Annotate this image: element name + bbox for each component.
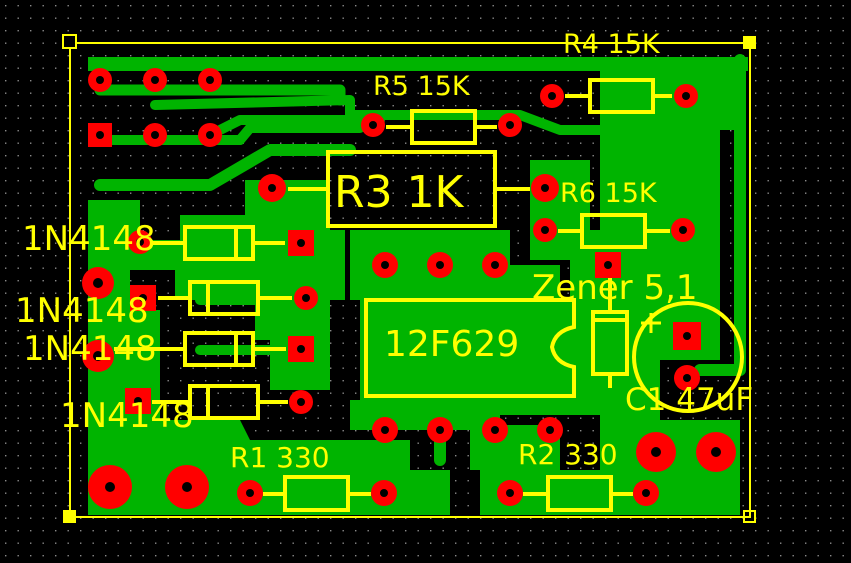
label-r1: R1 330: [230, 441, 330, 474]
diode-pad: [125, 388, 151, 414]
r5-body: [386, 109, 497, 145]
r1-pad: [371, 480, 397, 506]
diode-pad: [130, 285, 156, 311]
diode-2-body: [158, 280, 292, 316]
label-ic: 12F629: [384, 324, 519, 365]
ic-pad: [595, 252, 621, 278]
header-pad: [198, 68, 222, 92]
diode-pad: [82, 340, 114, 372]
diode-pad: [289, 390, 313, 414]
ic-pad: [427, 252, 453, 278]
r2-body: [523, 475, 633, 512]
r6-body: [558, 213, 670, 249]
label-zener: Zener 5,1: [532, 268, 698, 308]
r3-pad: [258, 174, 286, 202]
ic-pad: [427, 417, 453, 443]
diode-pad: [288, 336, 314, 362]
silkscreen-text: R4 15K R5 15K R3 1K R6 15K 1N4148 1N4148…: [15, 29, 753, 474]
header-pad: [143, 123, 167, 147]
label-diode-2: 1N4148: [15, 291, 149, 331]
ic-pad: [372, 252, 398, 278]
power-pad: [636, 432, 676, 472]
r3-pad: [531, 174, 559, 202]
r5-pad: [498, 113, 522, 137]
ic-pad: [482, 252, 508, 278]
r3-body: [288, 150, 530, 228]
c1-pad: [674, 365, 700, 391]
c1-pad: [673, 322, 701, 350]
header-pad: [88, 68, 112, 92]
power-pad: [88, 465, 132, 509]
board-outline: [62, 34, 756, 523]
ic-body: [364, 298, 576, 398]
diode-4-body: [152, 384, 288, 420]
power-pad: [165, 465, 209, 509]
r4-pad: [540, 84, 564, 108]
label-r4: R4 15K: [563, 29, 661, 60]
header-pad: [143, 68, 167, 92]
power-pad: [696, 432, 736, 472]
label-r2: R2 330: [518, 438, 618, 471]
diode-1-body: [152, 225, 285, 261]
zener-body: [591, 278, 629, 388]
label-c1: C1 47uF: [625, 382, 753, 418]
r1-body: [263, 475, 371, 512]
ic-pad: [372, 417, 398, 443]
r2-pad: [633, 480, 659, 506]
label-r5: R5 15K: [373, 71, 471, 102]
diode-pad: [294, 286, 318, 310]
label-diode-3: 1N4148: [23, 329, 157, 369]
diode-3-body: [114, 331, 286, 367]
r5-pad: [361, 113, 385, 137]
label-diode-1: 1N4148: [22, 219, 156, 259]
diode-pad: [288, 230, 314, 256]
r6-pad: [671, 218, 695, 242]
label-diode-4: 1N4148: [60, 396, 194, 436]
r6-pad: [533, 218, 557, 242]
r2-pad: [497, 480, 523, 506]
header-pad: [88, 123, 112, 147]
diode-pad: [128, 230, 152, 254]
r1-pad: [237, 480, 263, 506]
diode-pad: [82, 267, 114, 299]
ic-pad: [537, 417, 563, 443]
label-r3: R3 1K: [334, 167, 465, 218]
pads-layer: [82, 68, 736, 509]
copper-layer: [88, 54, 748, 515]
ic-pad: [482, 417, 508, 443]
r4-body: [565, 78, 672, 114]
c1-body: [632, 301, 744, 413]
silkscreen-layer: [114, 78, 744, 512]
header-pad: [198, 123, 222, 147]
label-r6: R6 15K: [560, 178, 658, 209]
r4-pad: [674, 84, 698, 108]
